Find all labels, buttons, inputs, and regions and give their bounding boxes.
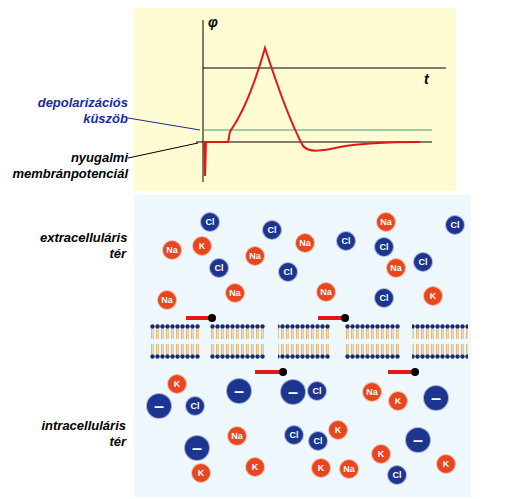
ion-symbol: K xyxy=(318,464,325,473)
cell-panel xyxy=(134,195,471,497)
ion-symbol: Cl xyxy=(284,268,293,277)
ion-symbol: – xyxy=(288,383,298,401)
cation-ion: Na xyxy=(227,426,247,446)
ion-symbol: Na xyxy=(249,252,261,261)
ion-symbol: Cl xyxy=(342,237,351,246)
leader-line xyxy=(128,143,198,158)
threshold-label: depolarizációs küszöb xyxy=(4,95,128,126)
cation-ion: K xyxy=(436,454,456,474)
ion-symbol: – xyxy=(413,431,423,449)
cation-ion: K xyxy=(311,458,331,478)
chloride-ion: Cl xyxy=(336,231,356,251)
y-axis xyxy=(203,20,204,182)
graph-panel xyxy=(134,8,456,191)
chloride-ion: Cl xyxy=(209,258,229,278)
ion-symbol: K xyxy=(378,450,385,459)
ion-channel-gates xyxy=(186,314,419,376)
ion-symbol: Cl xyxy=(314,437,323,446)
cation-ion: Na xyxy=(316,282,336,302)
cation-ion: K xyxy=(371,444,391,464)
chloride-ion: Cl xyxy=(200,212,220,232)
ion-symbol: Na xyxy=(166,246,178,255)
cation-ion: K xyxy=(167,374,187,394)
ion-symbol: Na xyxy=(231,432,243,441)
chloride-ion: Cl xyxy=(284,425,304,445)
cation-ion: K xyxy=(192,236,212,256)
axis-label: t xyxy=(424,71,444,88)
ion-symbol: K xyxy=(198,469,205,478)
chloride-ion: Cl xyxy=(262,220,282,240)
chloride-ion: Cl xyxy=(278,262,298,282)
ion-symbol: Cl xyxy=(191,402,200,411)
anion-ion: – xyxy=(146,393,172,419)
ion-symbol: K xyxy=(252,463,259,472)
ion-symbol: Cl xyxy=(313,387,322,396)
anion-ion: – xyxy=(184,435,210,461)
region-label: intracelluláris tér xyxy=(40,418,126,449)
ion-symbol: Na xyxy=(366,388,378,397)
ion-symbol: Na xyxy=(380,218,392,227)
chloride-ion: Cl xyxy=(185,396,205,416)
anion-ion: – xyxy=(226,378,252,404)
cation-ion: Na xyxy=(376,212,396,232)
ion-symbol: K xyxy=(174,380,181,389)
ion-symbol: K xyxy=(335,426,342,435)
chloride-ion: Cl xyxy=(445,215,465,235)
cation-ion: Na xyxy=(386,258,406,278)
ion-symbol: Cl xyxy=(206,218,215,227)
ion-symbol: – xyxy=(234,382,244,400)
region-label: extracelluláris tér xyxy=(40,230,126,261)
axis-label: φ xyxy=(208,14,228,31)
lipid-bilayer xyxy=(150,323,468,360)
ion-symbol: Cl xyxy=(290,431,299,440)
ion-symbol: – xyxy=(192,439,202,457)
cation-ion: K xyxy=(191,463,211,483)
ion-symbol: – xyxy=(154,397,164,415)
chloride-ion: Cl xyxy=(308,431,328,451)
cation-ion: Na xyxy=(245,246,265,266)
ion-symbol: Na xyxy=(229,289,241,298)
anion-ion: – xyxy=(423,385,449,411)
chloride-ion: Cl xyxy=(413,252,433,272)
ion-symbol: K xyxy=(395,397,402,406)
ion-symbol: Na xyxy=(161,296,173,305)
leader-line xyxy=(128,118,200,130)
anion-ion: – xyxy=(280,379,306,405)
cation-ion: Na xyxy=(295,233,315,253)
ion-symbol: Cl xyxy=(419,258,428,267)
ion-symbol: K xyxy=(443,460,450,469)
ion-symbol: Cl xyxy=(268,226,277,235)
ion-symbol: Na xyxy=(390,264,402,273)
cation-ion: K xyxy=(245,457,265,477)
cation-ion: K xyxy=(423,286,443,306)
chloride-ion: Cl xyxy=(307,381,327,401)
ion-symbol: Cl xyxy=(380,294,389,303)
ion-symbol: Na xyxy=(320,288,332,297)
chloride-ion: Cl xyxy=(387,465,407,485)
action-potential-curve xyxy=(203,48,420,176)
ion-symbol: Cl xyxy=(393,471,402,480)
threshold-line xyxy=(203,130,432,131)
time-axis xyxy=(203,68,446,69)
ion-symbol: Na xyxy=(343,465,355,474)
ion-symbol: K xyxy=(430,292,437,301)
ion-symbol: K xyxy=(199,242,206,251)
cation-ion: Na xyxy=(225,283,245,303)
cation-ion: K xyxy=(328,420,348,440)
chloride-ion: Cl xyxy=(374,237,394,257)
ion-symbol: Na xyxy=(299,239,311,248)
cation-ion: K xyxy=(388,391,408,411)
ion-symbol: Cl xyxy=(451,221,460,230)
ion-symbol: – xyxy=(431,389,441,407)
chloride-ion: Cl xyxy=(374,288,394,308)
cation-ion: Na xyxy=(162,240,182,260)
cation-ion: Na xyxy=(339,459,359,479)
resting-potential-label: nyugalmi membránpotenciál xyxy=(0,150,128,181)
ion-symbol: Cl xyxy=(380,243,389,252)
anion-ion: – xyxy=(405,427,431,453)
ion-symbol: Cl xyxy=(215,264,224,273)
cation-ion: Na xyxy=(157,290,177,310)
cation-ion: Na xyxy=(362,382,382,402)
